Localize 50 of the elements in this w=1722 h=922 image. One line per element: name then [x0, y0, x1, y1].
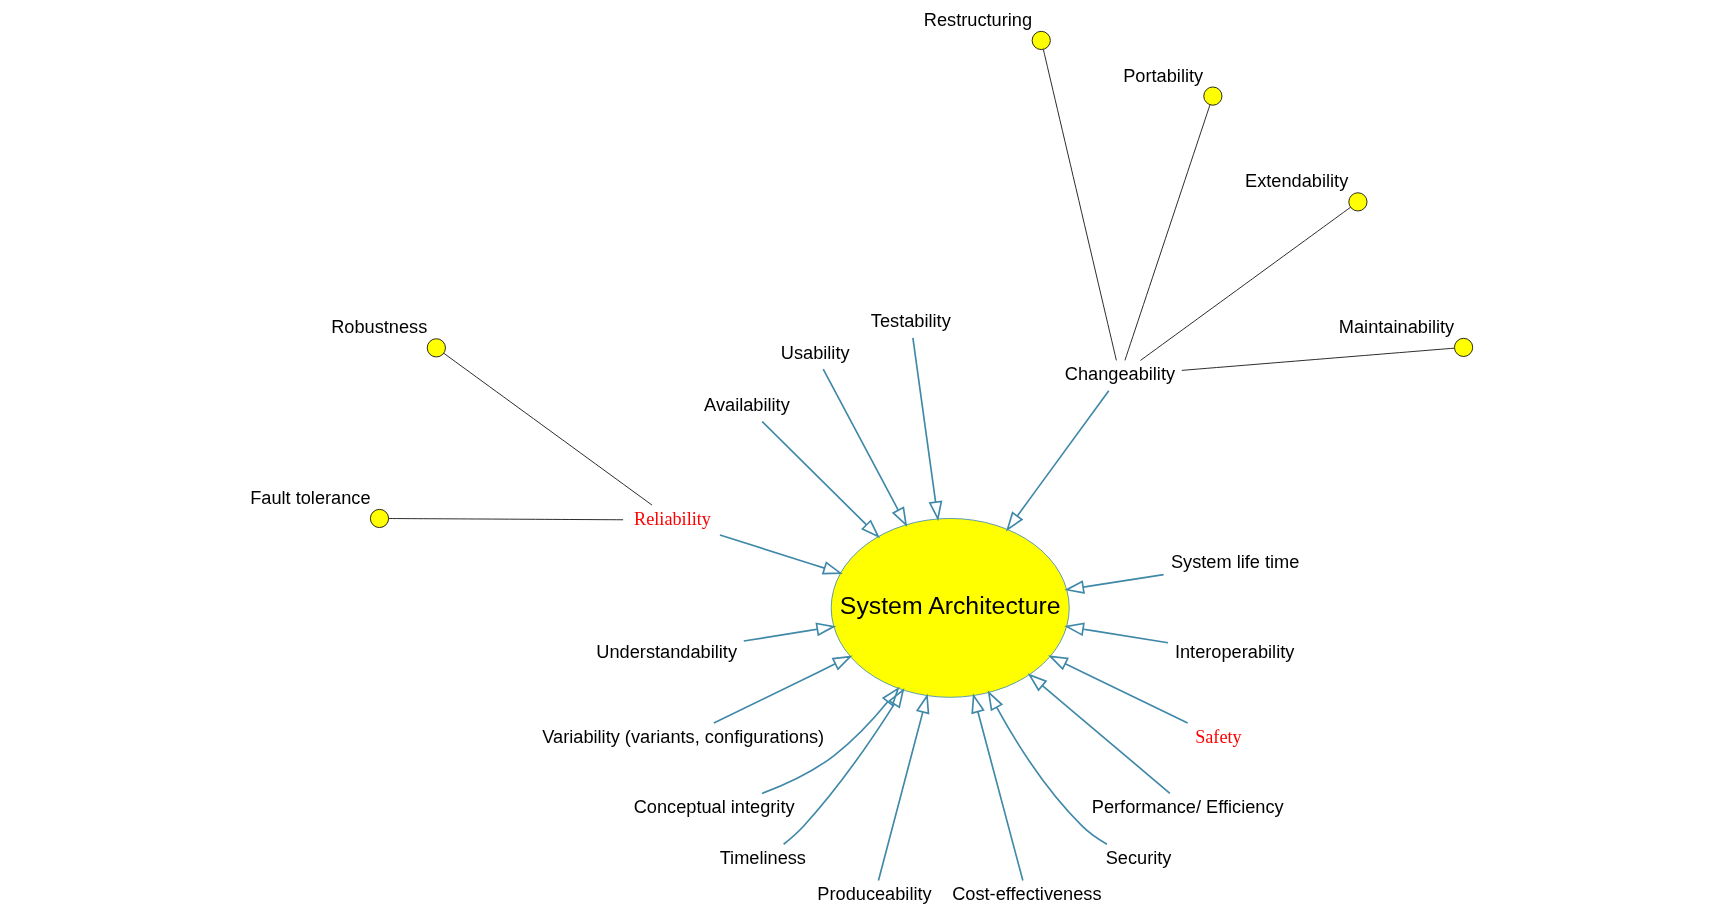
connector	[443, 352, 652, 506]
node-circle	[1453, 337, 1473, 357]
connector	[387, 518, 624, 521]
node-circle	[426, 338, 446, 358]
node-label: Robustness	[330, 317, 427, 338]
node-circle	[1347, 192, 1367, 212]
node-text: Conceptual integrity	[633, 797, 795, 818]
node-text: Performance/ Efficiency	[1091, 796, 1284, 817]
arrow	[970, 693, 1024, 882]
node-text: Availability	[703, 395, 790, 416]
node-text: Changeability	[1064, 364, 1175, 385]
connector	[1124, 104, 1210, 361]
node-text: Interoperability	[1174, 642, 1294, 663]
arrow	[1005, 389, 1110, 532]
arrow	[718, 534, 843, 575]
node-text: Timeliness	[719, 847, 806, 868]
arrow	[987, 690, 1108, 846]
node-label: Maintainability	[1338, 316, 1454, 337]
connector	[1042, 49, 1117, 361]
node-label: Restructuring	[923, 10, 1032, 31]
arrow	[1027, 673, 1171, 795]
node-text: Variability (variants, configurations)	[541, 726, 824, 747]
arrow	[821, 368, 907, 528]
node-text: Produceability	[816, 884, 932, 905]
connector	[1180, 347, 1455, 371]
node-text: Cost-effectiveness	[951, 884, 1102, 905]
arrow	[742, 622, 836, 642]
arrow	[782, 687, 904, 846]
node-circle	[1031, 30, 1051, 50]
node-text: Usability	[780, 342, 850, 363]
node-text: Security	[1105, 847, 1171, 868]
node-circle	[369, 508, 389, 528]
arrow	[911, 336, 942, 522]
connector	[1139, 206, 1351, 361]
arrow	[760, 420, 880, 539]
arrow	[1063, 573, 1164, 594]
node-text: Understandability	[595, 642, 737, 663]
arrow	[1047, 655, 1188, 724]
node-label: Portability	[1122, 65, 1203, 86]
node-circle	[1202, 86, 1222, 106]
node-text: Testability	[870, 311, 951, 332]
node-label: Fault tolerance	[249, 488, 371, 509]
arrow	[1063, 622, 1169, 644]
node-text: System life time	[1170, 552, 1299, 573]
arrow	[712, 655, 853, 724]
node-text: Reliability	[633, 508, 711, 529]
node-text: Safety	[1194, 726, 1242, 747]
arrow	[760, 686, 900, 795]
arrow	[877, 693, 929, 882]
node-label: Extendability	[1244, 171, 1348, 192]
